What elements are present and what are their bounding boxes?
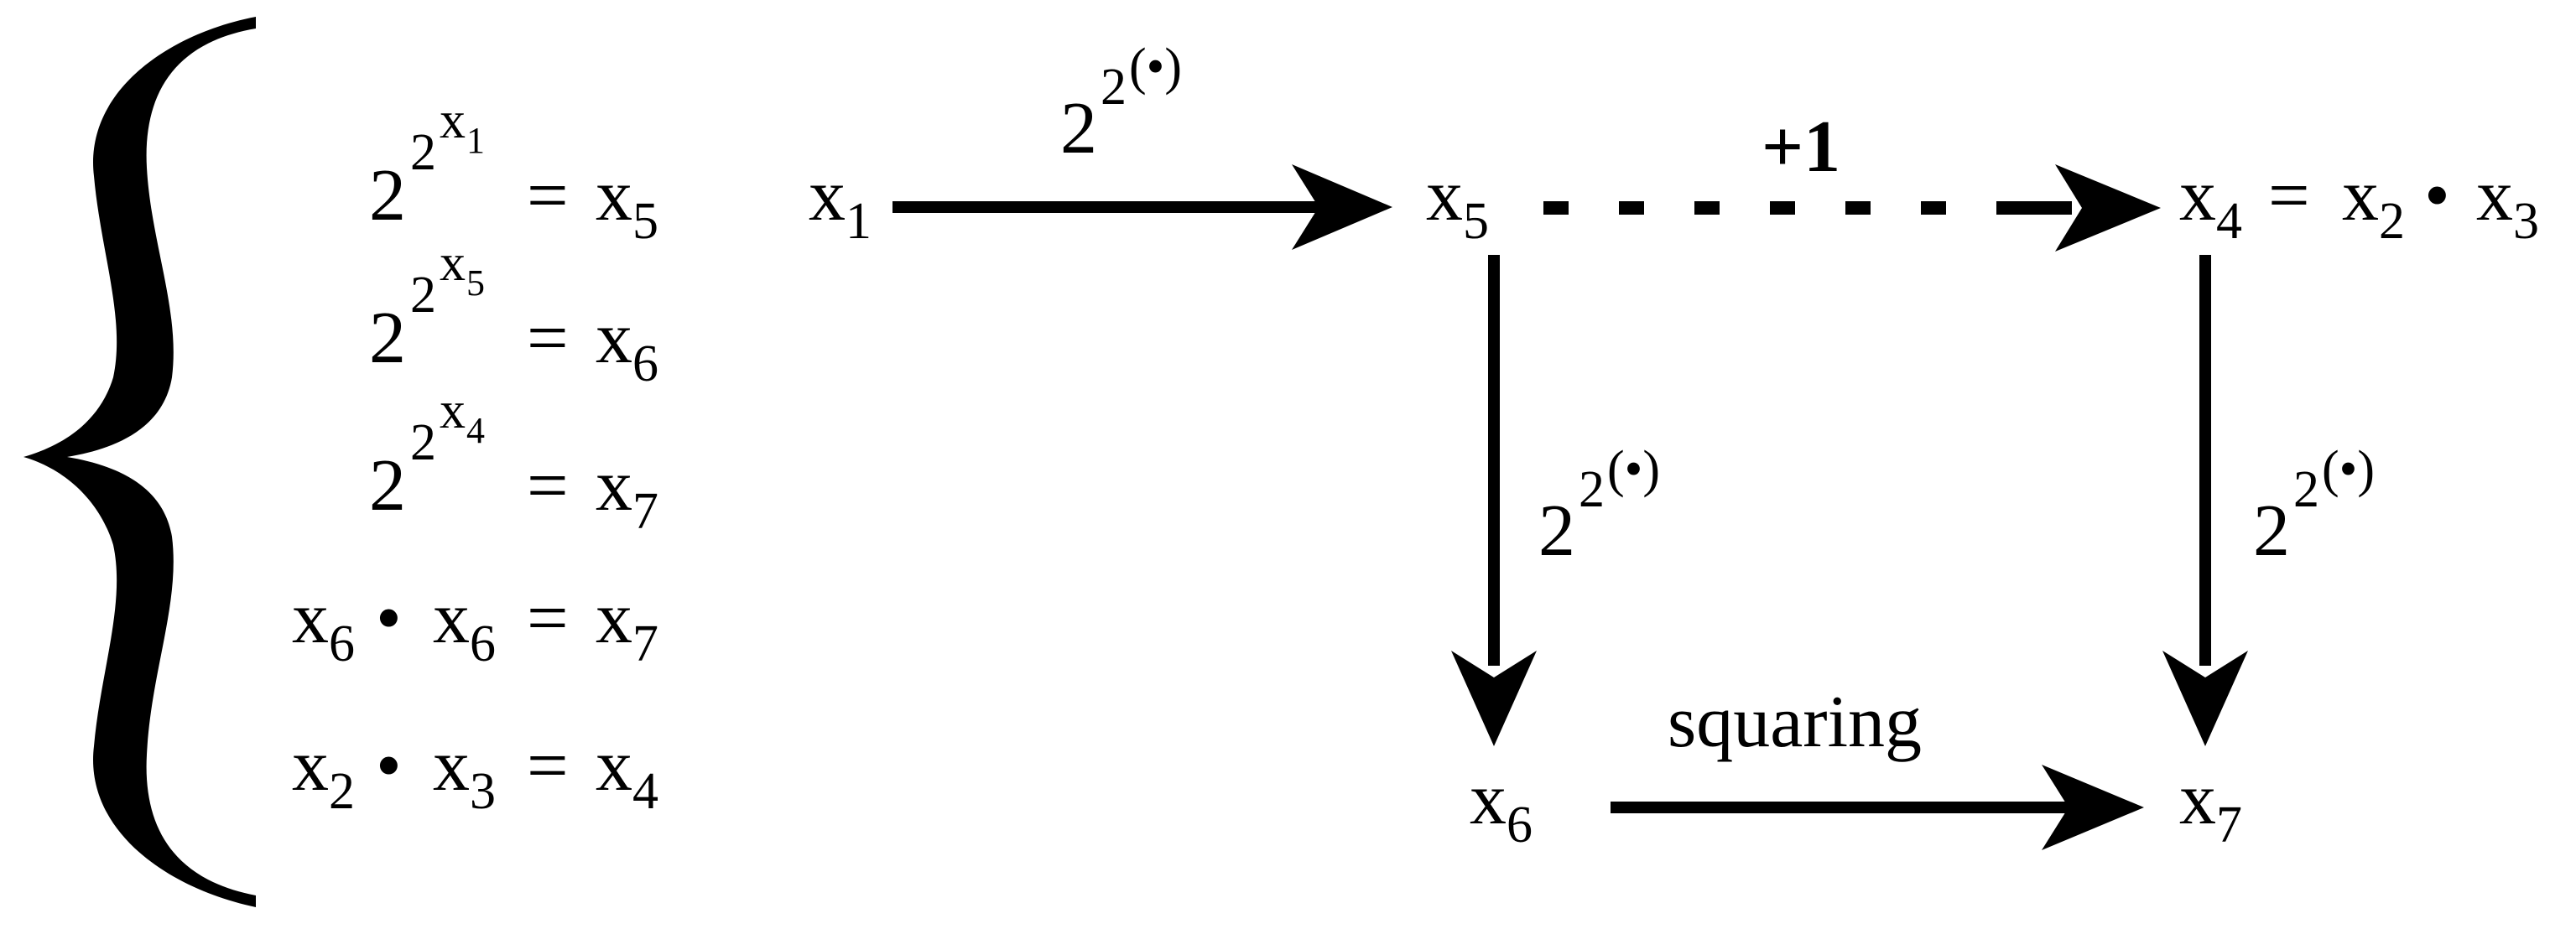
curly-brace [23,17,256,907]
node-x4-var: x [2179,155,2216,236]
edge-x6-x7: squaring [1611,682,2144,850]
eq2-base: 2 [369,298,406,379]
edge-x5-x6-label-base: 2 [1538,490,1575,572]
arrowhead-icon [1292,164,1392,250]
node-x4-a-var: x [2342,155,2379,236]
edge-x1-x5-shaft [892,201,1329,213]
node-x6-sub: 6 [1507,797,1533,854]
edge-x5-x6-label-exp-arg: (•) [1607,441,1660,498]
node-x5-var: x [1426,155,1463,236]
edge-x5-x4-dash [1694,201,1720,215]
edge-x1-x5-label-exp-arg: (•) [1129,39,1182,96]
arrowhead-icon [2055,164,2161,252]
node-x5: x 5 [1426,155,1489,250]
eq3-exp-base: 2 [410,414,436,471]
node-x4-equals: = [2268,155,2310,236]
arrowhead-icon [2042,765,2144,850]
edge-x1-x5: 2 2 (•) [892,39,1392,250]
node-x7-sub: 7 [2216,797,2242,854]
edge-x5-x4-dash [2022,201,2072,215]
node-x7: x 7 [2179,759,2242,854]
equation-row: 2 2 x 5 = x 6 [369,235,658,392]
eq4-equals: = [527,578,569,659]
eq1-rhs-sub: 5 [632,193,658,250]
eq3-exp-sub: 4 [466,410,485,451]
eq4-c-sub: 7 [632,615,658,672]
eq5-a-sub: 2 [329,763,355,820]
node-x1-var: x [809,155,846,236]
eq5-b-sub: 3 [470,763,496,820]
eq5-a-var: x [292,725,329,807]
eq1-base: 2 [369,155,406,236]
node-x4-a-sub: 2 [2379,193,2405,250]
arrowhead-icon [1451,651,1537,746]
equation-row: 2 2 x 4 = x 7 [369,382,658,540]
node-x4-dot: • [2424,155,2450,236]
equation-row: x 6 • x 6 = x 7 [292,578,658,672]
edge-x5-x4-dash [1770,201,1795,215]
edge-x5-x4-dash [1543,201,1569,215]
edge-x4-x7-label-base: 2 [2253,490,2290,572]
node-x6: x 6 [1470,759,1533,854]
edge-x1-x5-label-exp-base: 2 [1101,59,1127,116]
eq5-equals: = [527,725,569,807]
eq1-exp-base: 2 [410,124,436,181]
eq2-exp-var: x [440,235,466,292]
eq3-rhs-var: x [596,445,632,527]
edge-x5-x6-shaft [1488,255,1500,666]
edge-x5-x4-dash [1619,201,1644,215]
node-x7-var: x [2179,759,2216,840]
eq3-equals: = [527,445,569,527]
eq4-c-var: x [596,578,632,659]
edge-x5-x4: +1 [1543,106,2161,252]
eq2-equals: = [527,298,569,379]
node-x4-b-var: x [2476,155,2513,236]
eq1-rhs-var: x [596,155,632,236]
node-x4-sub: 4 [2216,193,2242,250]
edge-x5-x4-label: +1 [1762,106,1840,188]
eq5-dot: • [376,725,402,807]
node-x4-b-sub: 3 [2513,193,2539,250]
eq4-dot: • [376,578,402,659]
eq1-exp-sub: 1 [466,120,485,161]
equation-row: 2 2 x 1 = x 5 [369,92,658,250]
edge-x5-x4-dash [1921,201,1946,215]
node-x1-sub: 1 [846,193,872,250]
edge-x1-x5-label-base: 2 [1060,88,1097,169]
edge-x4-x7-shaft [2199,255,2211,666]
edge-x6-x7-shaft [1611,802,2080,813]
eq5-c-sub: 4 [632,763,658,820]
eq5-b-var: x [433,725,470,807]
eq3-rhs-sub: 7 [632,483,658,540]
edge-x4-x7-label-exp-base: 2 [2293,461,2319,518]
equation-row: x 2 • x 3 = x 4 [292,725,658,820]
eq2-rhs-var: x [596,298,632,379]
eq5-c-var: x [596,725,632,807]
node-x5-sub: 5 [1463,193,1489,250]
eq1-exp-var: x [440,92,466,149]
eq2-rhs-sub: 6 [632,335,658,392]
eq2-exp-sub: 5 [466,262,485,304]
eq4-a-var: x [292,578,329,659]
edge-x5-x4-dash [1996,201,2022,215]
edge-x5-x6-label-exp-base: 2 [1579,461,1605,518]
eq4-a-sub: 6 [329,615,355,672]
node-x4: x 4 = x 2 • x 3 [2179,155,2539,250]
eq2-exp-base: 2 [410,267,436,324]
edge-x4-x7: 2 2 (•) [2162,255,2375,746]
eq3-exp-var: x [440,382,466,439]
edge-x6-x7-label: squaring [1668,682,1922,763]
edge-x5-x6: 2 2 (•) [1451,255,1660,746]
eq1-equals: = [527,155,569,236]
node-x6-var: x [1470,759,1507,840]
eq4-b-sub: 6 [470,615,496,672]
edge-x4-x7-label-exp-arg: (•) [2322,441,2375,498]
node-x1: x 1 [809,155,872,250]
arrowhead-icon [2162,651,2248,746]
eq3-base: 2 [369,445,406,527]
edge-x5-x4-dash [1845,201,1871,215]
eq4-b-var: x [433,578,470,659]
